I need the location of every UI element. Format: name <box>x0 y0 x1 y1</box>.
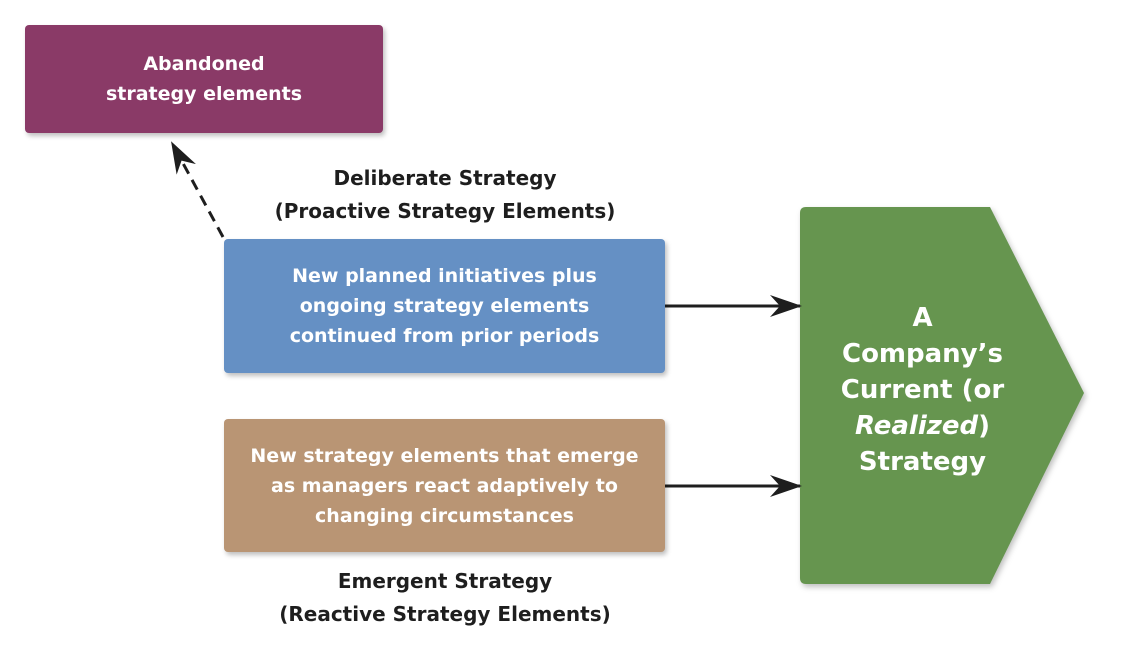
deliberate-caption-subtitle: (Proactive Strategy Elements) <box>274 199 616 223</box>
abandoned-line-1: Abandoned <box>143 53 265 75</box>
abandoned-line-2: strategy elements <box>105 83 303 105</box>
abandoned-dashed-arrow <box>170 141 225 238</box>
emergent-line-2: as managers react adaptively to <box>271 474 618 497</box>
realized-strategy-label: A Company’s Current (or Realized) Strate… <box>800 300 1045 480</box>
emergent-caption-title: Emergent Strategy <box>337 569 553 593</box>
deliberate-line-2: ongoing strategy elements <box>299 295 590 317</box>
emergent-line-3: changing circumstances <box>315 504 574 527</box>
realized-italic-word: Realized <box>855 411 979 441</box>
deliberate-line-3: continued from prior periods <box>289 325 600 347</box>
realized-closing-paren: ) <box>978 411 990 441</box>
realized-line-1: A <box>912 303 933 333</box>
realized-line-4: Realized) <box>800 408 1045 444</box>
deliberate-strategy-box: New planned initiatives plus ongoing str… <box>224 239 665 373</box>
emergent-line-1: New strategy elements that emerge <box>250 444 639 467</box>
deliberate-strategy-caption: Deliberate Strategy (Proactive Strategy … <box>244 162 646 228</box>
realized-strategy-shape <box>800 207 1084 584</box>
deliberate-line-1: New planned initiatives plus <box>292 265 597 287</box>
emergent-caption-subtitle: (Reactive Strategy Elements) <box>279 602 611 626</box>
realized-line-3: Current (or <box>840 375 1005 405</box>
realized-line-2: Company’s <box>841 339 1003 369</box>
deliberate-caption-title: Deliberate Strategy <box>333 166 557 190</box>
realized-line-5: Strategy <box>858 447 987 477</box>
emergent-strategy-caption: Emergent Strategy (Reactive Strategy Ele… <box>244 565 646 631</box>
emergent-strategy-box: New strategy elements that emerge as man… <box>224 419 665 552</box>
abandoned-strategy-box: Abandoned strategy elements <box>25 25 383 133</box>
